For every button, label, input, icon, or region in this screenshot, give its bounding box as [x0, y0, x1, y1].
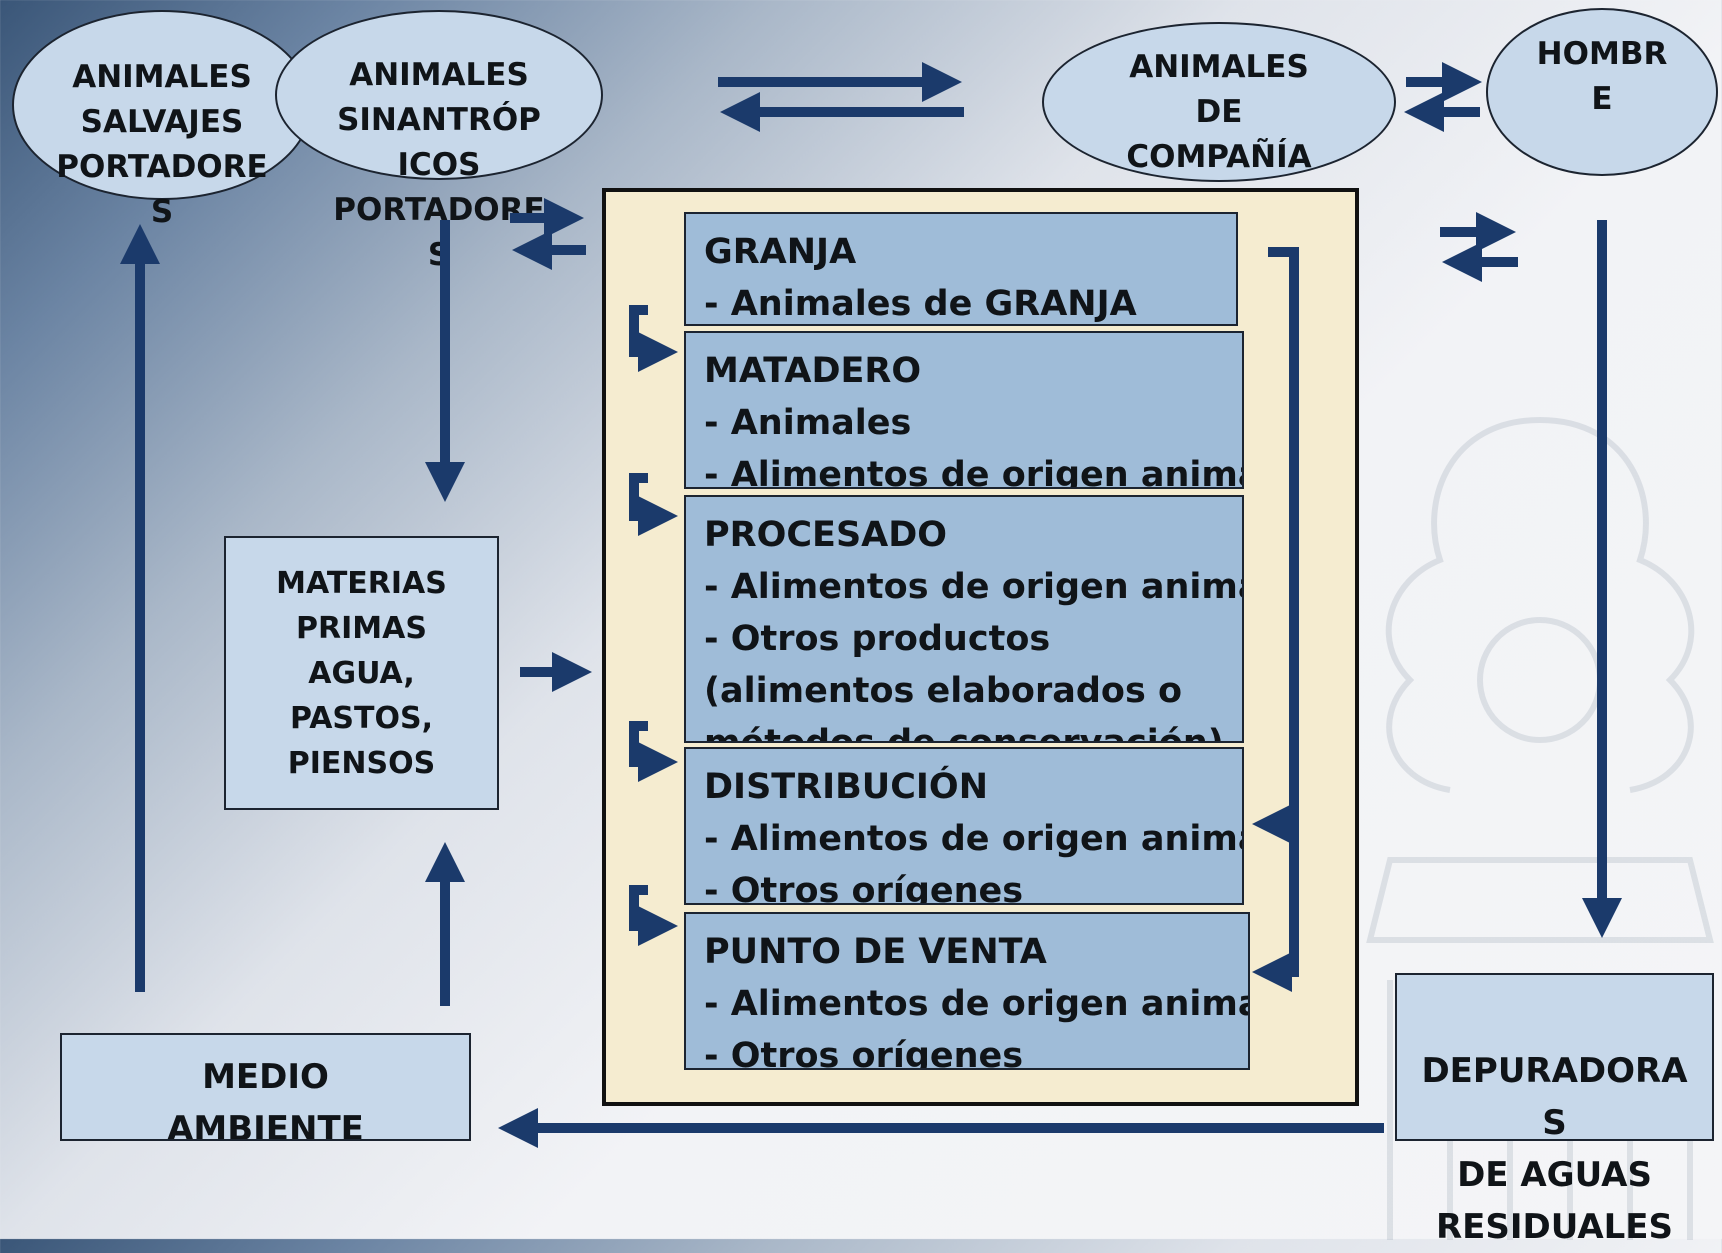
stage-line: - Alimentos de origen animal: [704, 819, 1244, 859]
stage-line: métodos de conservación): [704, 723, 1224, 743]
node-label: MEDIO AMBIENTE: [167, 1057, 364, 1141]
node-animales-sinantropicos: ANIMALES SINANTRÓP ICOS PORTADORE S: [275, 10, 603, 273]
node-hombre: HOMBR E: [1486, 8, 1718, 176]
stage-title: PROCESADO: [704, 515, 948, 555]
arrow-step-matadero: [629, 305, 678, 372]
arrow-step-punto-venta: [629, 885, 678, 946]
node-label: ANIMALES DE COMPAÑÍA: [1126, 48, 1312, 175]
stage-matadero: MATADERO - Animales - Alimentos de orige…: [684, 331, 1244, 489]
arrow-step-distribucion: [629, 721, 678, 782]
stage-line: - Otros productos: [704, 619, 1051, 659]
stage-granja: GRANJA - Animales de GRANJA: [684, 212, 1238, 326]
stage-distribucion: DISTRIBUCIÓN - Alimentos de origen anima…: [684, 747, 1244, 905]
stage-line: - Otros orígenes: [704, 1036, 1024, 1070]
arrow-step-procesado: [629, 473, 678, 536]
node-label: MATERIAS PRIMAS AGUA, PASTOS, PIENSOS: [276, 565, 447, 781]
stage-line: - Alimentos de origen animal: [704, 567, 1244, 607]
node-materias-primas: MATERIAS PRIMAS AGUA, PASTOS, PIENSOS: [224, 536, 499, 810]
node-label: ANIMALES SINANTRÓP ICOS PORTADORE S: [333, 56, 545, 273]
stage-title: DISTRIBUCIÓN: [704, 767, 988, 807]
stage-line: - Alimentos de origen animal: [704, 984, 1250, 1024]
stage-procesado: PROCESADO - Alimentos de origen animal -…: [684, 495, 1244, 743]
stage-title: PUNTO DE VENTA: [704, 932, 1047, 972]
stage-line: - Animales: [704, 403, 912, 443]
arrow-bracket-right: [1252, 247, 1299, 992]
node-label: ANIMALES SALVAJES PORTADORE S: [56, 59, 268, 230]
stage-line: - Alimentos de origen animal: [704, 455, 1244, 489]
stage-punto-de-venta: PUNTO DE VENTA - Alimentos de origen ani…: [684, 912, 1250, 1070]
node-medio-ambiente: MEDIO AMBIENTE: [60, 1033, 471, 1141]
stage-line: (alimentos elaborados o: [704, 671, 1183, 711]
node-animales-compania: ANIMALES DE COMPAÑÍA: [1042, 22, 1396, 182]
stage-title: GRANJA: [704, 232, 857, 272]
stage-title: MATADERO: [704, 351, 922, 391]
node-label: HOMBR E: [1536, 36, 1668, 117]
stage-line: - Animales de GRANJA: [704, 284, 1137, 324]
node-animales-salvajes: ANIMALES SALVAJES PORTADORE S: [12, 10, 312, 230]
stage-line: - Otros orígenes: [704, 871, 1024, 905]
